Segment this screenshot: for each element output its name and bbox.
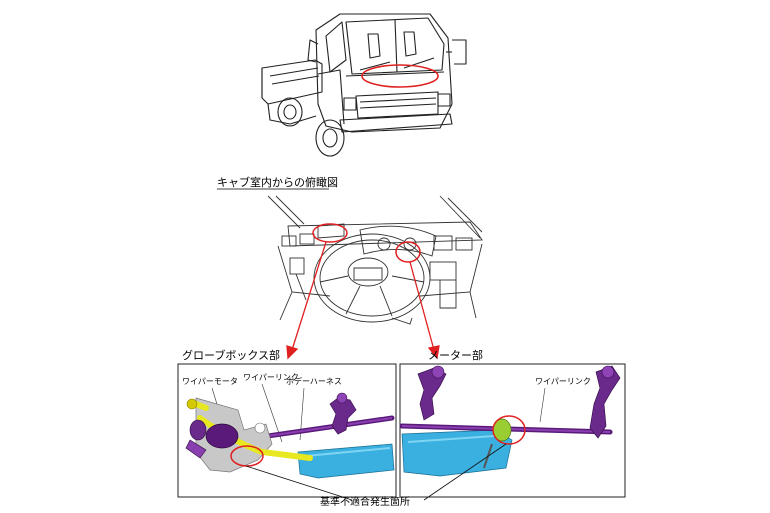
wiper-pivot-right-b (589, 365, 621, 439)
heater-duct-left (297, 443, 395, 479)
label-wiper-motor: ワイパーモータ (182, 377, 238, 386)
fault-location-callout: 基準不適合発生箇所 (245, 443, 507, 508)
cowl-highlight-ellipse (361, 64, 439, 88)
cab-view-title: キャブ室内からの俯瞰図 (217, 175, 338, 189)
meter-fault-circle (492, 415, 526, 445)
wiper-pivot-left (329, 397, 357, 435)
label-wiper-link-right: ワイパーリンク (535, 377, 591, 386)
meter-panel: メーター部 ワイパーリンク (399, 348, 626, 498)
nonconformity-label: 基準不適合発生箇所 (320, 495, 410, 508)
glovebox-panel-title: グローブボックス部 (182, 348, 280, 362)
meter-highlight-circle (395, 241, 421, 263)
meter-panel-frame (399, 363, 626, 498)
glovebox-highlight-circle (312, 223, 348, 243)
dashboard-illustration (267, 195, 483, 325)
glovebox-panel-frame (177, 363, 397, 498)
label-wiper-link-left: ワイパーリンク (243, 373, 299, 382)
label-body-harness: ボデーハーネス (286, 376, 342, 386)
glovebox-panel: グローブボックス部 ワイパーモータ ワイパーリンク ボデーハーネス (177, 348, 397, 498)
truck-illustration (261, 13, 467, 157)
callout-arrows (286, 241, 440, 360)
meter-panel-title: メーター部 (428, 348, 483, 362)
wiper-motor (205, 423, 239, 449)
